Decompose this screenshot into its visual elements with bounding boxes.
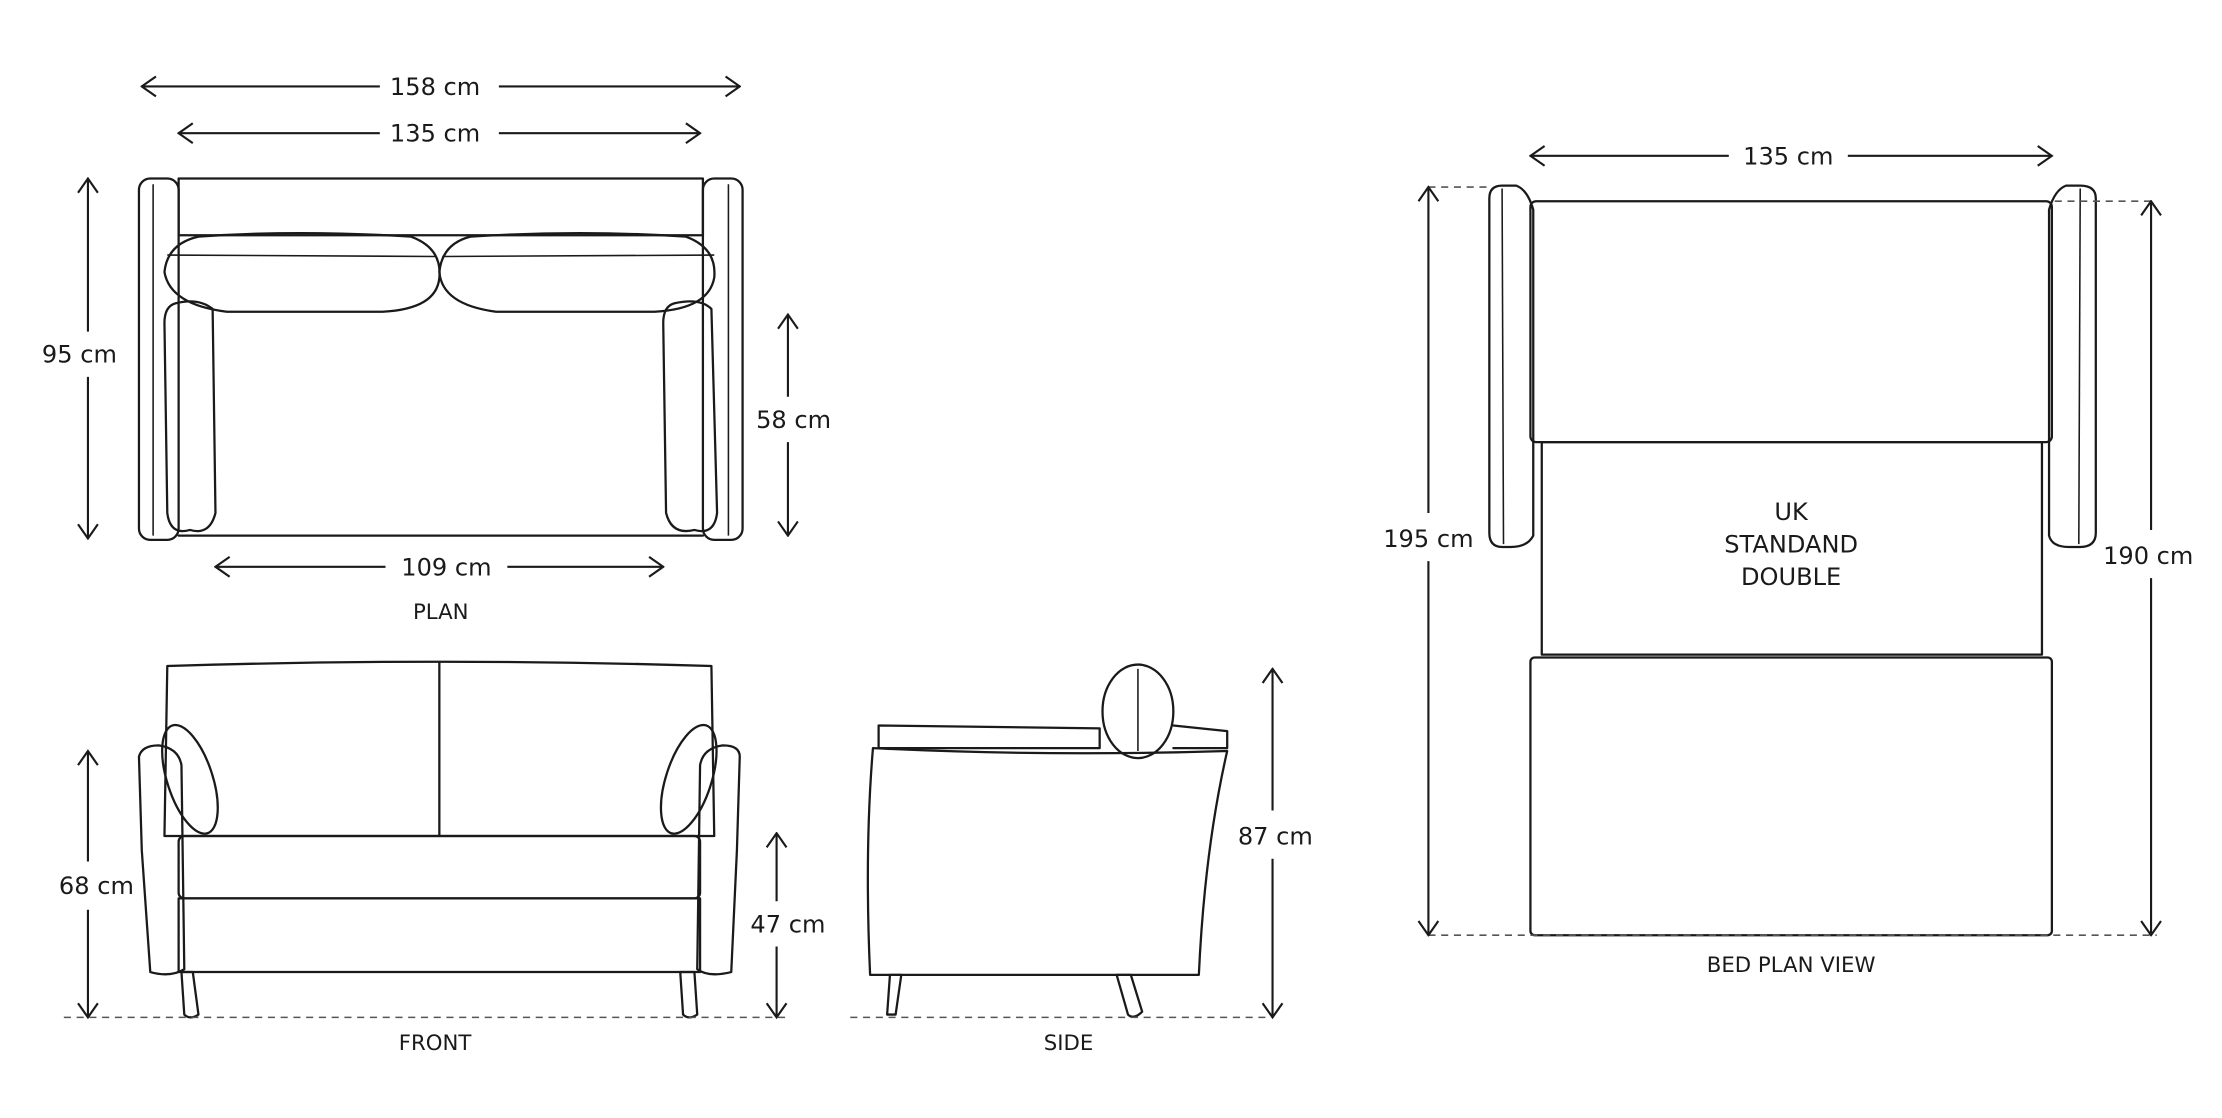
- dimension-label: 109 cm: [401, 553, 491, 581]
- view-caption: SIDE: [1044, 1031, 1094, 1056]
- dimension-label: 135 cm: [1743, 142, 1833, 170]
- dimension-135: 135 cm: [179, 120, 700, 148]
- dimension-label: 95 cm: [42, 341, 117, 369]
- dimension-label: 195 cm: [1383, 525, 1473, 553]
- mattress-label-line: UK: [1774, 498, 1809, 526]
- dimension-label: 87 cm: [1238, 823, 1313, 851]
- sofa-plan-drawing: [137, 177, 744, 542]
- dimension-195: 195 cm: [1383, 187, 1474, 935]
- front-view: 68 cm 47 cm FRONT: [59, 660, 825, 1056]
- sofa-side-drawing: [866, 663, 1229, 1018]
- dimension-109: 109 cm: [215, 553, 663, 581]
- dimension-87: 87 cm: [1238, 669, 1313, 1018]
- view-caption: BED PLAN VIEW: [1707, 953, 1876, 978]
- sofa-front-drawing: [137, 660, 741, 1019]
- dimension-label: 68 cm: [59, 872, 134, 900]
- bed-plan-view: 135 cm UK STANDAND DOUBLE 195 cm 190 cm: [1383, 142, 2193, 978]
- dimension-label: 158 cm: [390, 73, 480, 101]
- dimension-label: 135 cm: [390, 120, 480, 148]
- dimension-158: 158 cm: [142, 73, 740, 101]
- view-caption: PLAN: [413, 600, 469, 625]
- dimension-190: 190 cm: [2103, 201, 2193, 935]
- plan-view: 158 cm 135 cm 95 cm: [42, 73, 831, 625]
- mattress-label-line: STANDAND: [1724, 531, 1858, 559]
- dimension-bed-135: 135 cm: [1530, 142, 2051, 170]
- dimension-95: 95 cm: [42, 179, 117, 539]
- dimension-47: 47 cm: [750, 833, 825, 1017]
- mattress-label-line: DOUBLE: [1741, 563, 1841, 591]
- dimension-68: 68 cm: [59, 751, 134, 1017]
- dimension-label: 190 cm: [2103, 542, 2193, 570]
- bed-drawing: UK STANDAND DOUBLE: [1488, 184, 2097, 937]
- dimension-58: 58 cm: [756, 315, 831, 536]
- dimension-label: 58 cm: [756, 406, 831, 434]
- view-caption: FRONT: [399, 1031, 473, 1056]
- dimension-label: 47 cm: [750, 910, 825, 938]
- side-view: 87 cm SIDE: [850, 663, 1313, 1056]
